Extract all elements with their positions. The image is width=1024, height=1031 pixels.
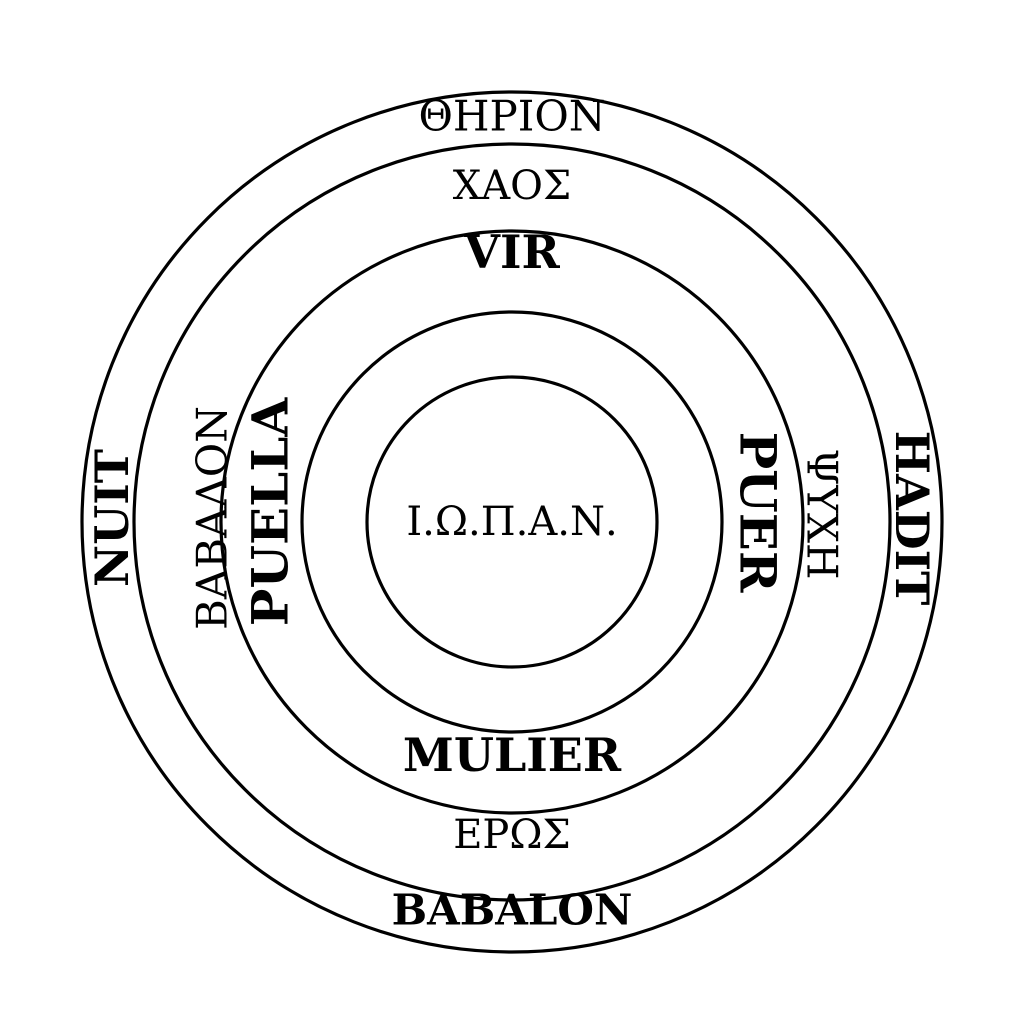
label-babalon-greek: ΒΑΒΑΛΟΝ: [188, 406, 237, 630]
center-circle: [365, 375, 659, 669]
label-chaos: ΧΑΟΣ: [453, 163, 571, 209]
outer-ring: [80, 90, 944, 954]
label-hadit: HADIT: [885, 431, 939, 606]
inner-ring: [300, 310, 724, 734]
label-eros: ΕΡΩΣ: [453, 812, 571, 858]
label-vir: VIR: [463, 225, 560, 279]
label-nuit: NUIT: [85, 449, 139, 587]
label-therion: ΘΗΡΙΟΝ: [418, 92, 605, 141]
third-ring: [132, 142, 892, 902]
label-psyche: ΨΥΧΗ: [798, 448, 847, 579]
label-mulier: MULIER: [403, 728, 622, 782]
label-puer: PUER: [729, 432, 788, 593]
label-puella: PUELLA: [241, 397, 300, 627]
label-babalon: BABALON: [392, 886, 633, 935]
center-label: Ι.Ω.Π.Α.Ν.: [406, 499, 617, 545]
second-ring: [219, 229, 805, 815]
